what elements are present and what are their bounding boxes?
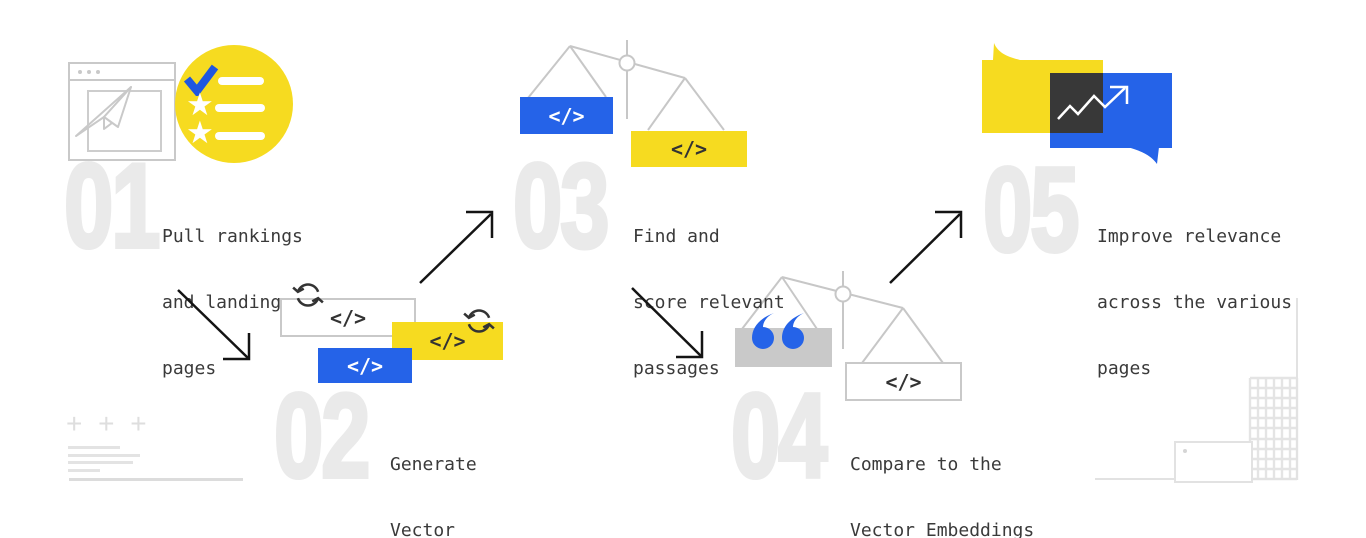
decoration-line	[68, 469, 100, 472]
browser-dot-icon	[78, 69, 82, 74]
code-chip-yellow: </>	[631, 131, 747, 167]
step-02-number: 02	[273, 369, 373, 503]
decoration-dot	[1183, 449, 1187, 453]
list-line	[215, 104, 265, 112]
decoration-line-long	[69, 478, 243, 481]
decoration-line	[68, 446, 120, 449]
decoration-plus-row: + + +	[66, 408, 151, 439]
speech-bubble-blue-tail	[1127, 147, 1159, 164]
step-02-label: Generate Vector Embeddings	[390, 454, 477, 538]
list-line	[215, 132, 265, 140]
star-icon: ★	[186, 87, 214, 123]
code-chip-outline: </>	[845, 362, 962, 401]
browser-dot-icon	[96, 69, 100, 74]
speech-bubble-yellow-tail	[993, 43, 1020, 60]
step-05-label: Improve relevance across the various pag…	[1097, 226, 1293, 379]
paper-plane-icon	[75, 86, 132, 137]
code-chip-outline: </>	[280, 298, 416, 337]
refresh-icon	[463, 309, 495, 333]
decoration-rectangle	[1174, 441, 1253, 483]
check-icon	[183, 64, 219, 96]
browser-titlebar	[70, 64, 174, 81]
step-03-number: 03	[512, 139, 612, 273]
quote-icon	[752, 313, 804, 349]
step-01-label: Pull rankings and landing pages	[162, 226, 303, 379]
browser-dot-icon	[87, 69, 91, 74]
step-04-number: 04	[730, 369, 830, 503]
code-chip-blue: </>	[318, 348, 412, 383]
code-chip-blue: </>	[520, 97, 613, 134]
step-03-label: Find and score relevant passages	[633, 226, 785, 379]
step-04-label: Compare to the Vector Embeddings for the…	[850, 454, 1035, 538]
balance-scale-icon	[741, 271, 944, 364]
step-05-number: 05	[982, 143, 1082, 277]
decoration-grid-building	[1248, 376, 1299, 481]
trend-chart-panel	[1050, 73, 1103, 133]
image-frame	[87, 90, 162, 152]
balance-scale-icon	[527, 40, 725, 131]
decoration-line	[68, 454, 140, 457]
step-01-number: 01	[63, 139, 163, 273]
refresh-icon	[292, 283, 324, 307]
list-line	[218, 77, 264, 85]
star-icon: ★	[186, 115, 214, 151]
decoration-line	[68, 461, 133, 464]
